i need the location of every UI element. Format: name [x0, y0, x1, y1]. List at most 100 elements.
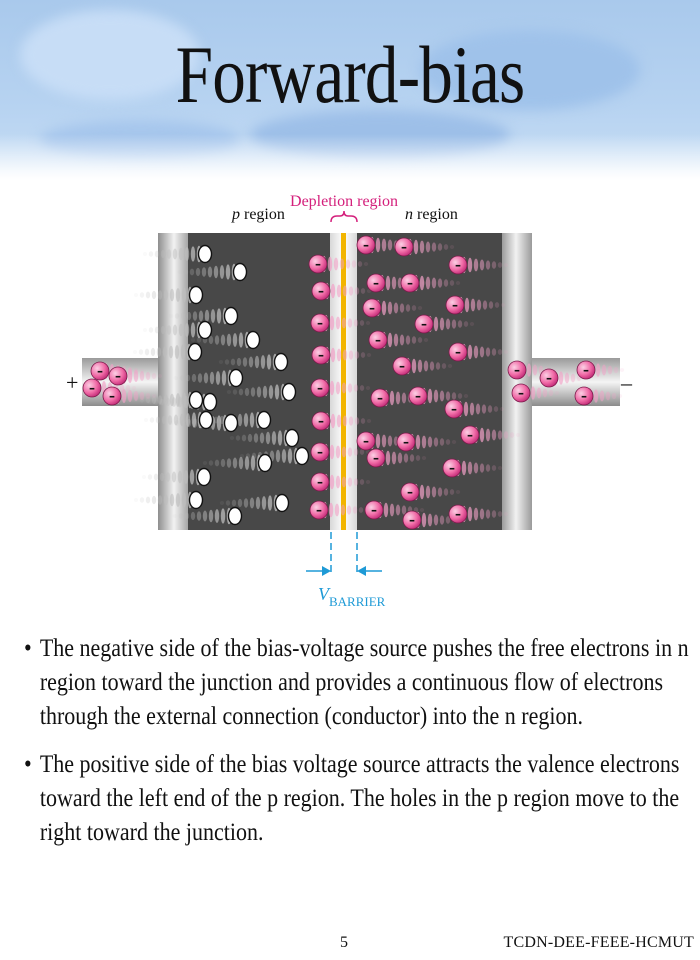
trail-mark	[570, 373, 576, 383]
electron: –	[356, 235, 376, 255]
trail-mark	[250, 455, 256, 471]
trail-mark	[147, 474, 153, 480]
trail-mark	[148, 327, 154, 333]
trail-mark	[127, 390, 133, 402]
trail-mark	[437, 243, 443, 251]
trail-mark	[403, 453, 409, 463]
trail-mark	[451, 319, 457, 329]
trail-mark	[437, 278, 443, 288]
trail-mark	[160, 249, 166, 259]
hole	[232, 262, 248, 282]
trail-mark	[503, 350, 509, 354]
trail-mark	[530, 386, 536, 400]
trail-mark	[479, 259, 485, 271]
trail-mark	[503, 263, 509, 267]
trail-mark	[178, 247, 184, 261]
trail-mark	[268, 385, 274, 399]
trail-mark	[171, 471, 177, 483]
hole	[188, 285, 204, 305]
trail-mark	[391, 451, 397, 465]
trail-mark	[427, 513, 433, 527]
trail-mark	[411, 336, 417, 344]
hole	[245, 330, 261, 350]
trail-mark	[121, 389, 127, 403]
trail-mark	[491, 348, 497, 356]
svg-text:–: –	[518, 386, 524, 400]
trail-mark	[449, 489, 455, 495]
trail-mark	[473, 462, 479, 474]
electron: –	[400, 273, 420, 293]
electron: –	[507, 360, 527, 380]
trail-mark	[348, 416, 354, 426]
hole	[284, 428, 300, 448]
trail-mark	[479, 463, 485, 473]
trail-mark	[415, 434, 421, 450]
trail-mark	[133, 391, 139, 401]
bullet-symbol: •	[24, 751, 32, 778]
trail-mark	[601, 364, 607, 376]
hole	[197, 320, 213, 340]
electron: –	[400, 482, 420, 502]
trail-mark	[439, 317, 445, 331]
svg-text:–: –	[363, 238, 369, 252]
svg-text:–: –	[371, 503, 377, 517]
trail-mark	[339, 258, 345, 270]
trail-mark	[238, 388, 244, 396]
trail-mark	[497, 511, 503, 517]
trail-mark	[360, 352, 366, 358]
trail-mark	[419, 508, 425, 512]
trail-mark	[216, 415, 222, 431]
trail-mark	[354, 287, 360, 295]
trail-mark	[417, 306, 423, 310]
trail-mark	[208, 460, 214, 466]
trail-mark	[148, 251, 154, 257]
trail-mark	[169, 288, 175, 302]
trail-mark	[166, 325, 172, 335]
electron: –	[392, 356, 412, 376]
electron: –	[448, 342, 468, 362]
trail-mark	[125, 385, 131, 391]
trail-mark	[473, 507, 479, 521]
svg-text:–: –	[467, 428, 473, 442]
trail-mark	[265, 431, 271, 445]
footer-source: TCDN-DEE-FEEE-HCMUT	[503, 934, 694, 951]
trail-mark	[225, 264, 231, 280]
electron: –	[445, 295, 465, 315]
trail-mark	[340, 504, 346, 516]
hole	[188, 390, 204, 410]
trail-mark	[226, 390, 232, 394]
trail-mark	[619, 368, 625, 372]
trail-mark	[347, 447, 353, 457]
trail-mark	[425, 276, 431, 290]
trail-mark	[494, 302, 500, 308]
junction-line	[341, 233, 346, 530]
svg-text:–: –	[452, 298, 458, 312]
trail-mark	[503, 512, 509, 516]
trail-mark	[214, 459, 220, 467]
p-region-label: p region	[231, 206, 285, 223]
trail-mark	[381, 300, 387, 316]
trail-mark	[366, 353, 372, 357]
svg-text:–: –	[407, 276, 413, 290]
electron: –	[448, 255, 468, 275]
trail-mark	[154, 250, 160, 258]
electron: –	[511, 383, 531, 403]
trail-mark	[195, 267, 201, 277]
trail-mark	[213, 416, 219, 424]
trail-mark	[163, 494, 169, 506]
trail-mark	[143, 418, 149, 422]
trail-mark	[443, 244, 449, 250]
electron: –	[311, 411, 331, 431]
trail-mark	[242, 357, 248, 367]
trail-mark	[181, 287, 187, 303]
trail-mark	[232, 457, 238, 469]
trail-mark	[266, 354, 272, 370]
trail-mark	[214, 335, 220, 345]
trail-mark	[329, 315, 335, 331]
trail-mark	[215, 371, 221, 385]
trail-mark	[220, 334, 226, 346]
trail-mark	[431, 277, 437, 289]
trail-mark	[119, 384, 125, 392]
trail-mark	[439, 390, 445, 402]
trail-mark	[185, 374, 191, 382]
